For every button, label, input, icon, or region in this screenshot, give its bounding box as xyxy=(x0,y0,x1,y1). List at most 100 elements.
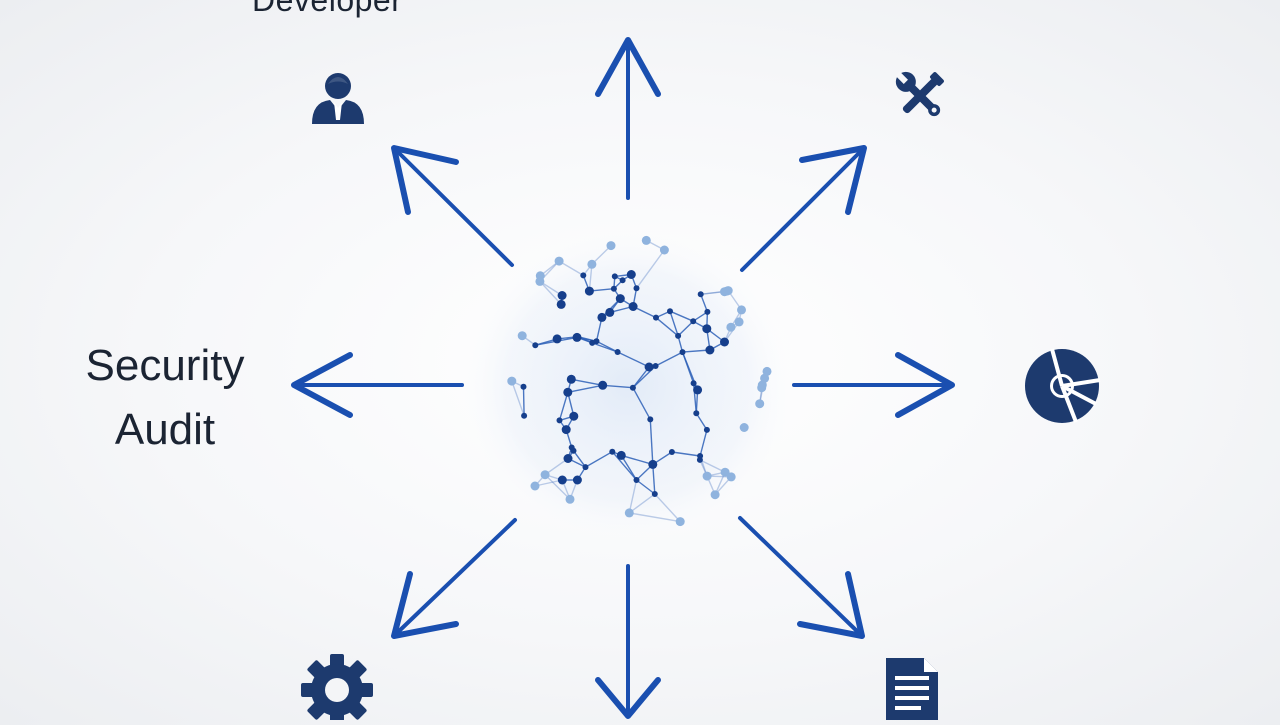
network-node xyxy=(690,318,696,324)
network-node xyxy=(563,388,572,397)
network-node xyxy=(558,291,567,300)
network-node xyxy=(653,315,659,321)
network-node xyxy=(693,410,699,416)
document-icon xyxy=(886,658,938,720)
network-node xyxy=(645,363,654,372)
network-node xyxy=(704,427,710,433)
network-node xyxy=(605,308,614,317)
network-node xyxy=(566,495,575,504)
network-node xyxy=(652,491,658,497)
security-audit-label: Security Audit xyxy=(70,334,260,462)
network-node xyxy=(620,277,626,283)
network-node xyxy=(507,377,516,386)
network-node xyxy=(580,272,586,278)
network-node xyxy=(598,381,607,390)
network-node xyxy=(585,287,594,296)
network-node xyxy=(711,490,720,499)
network-node xyxy=(532,342,538,348)
network-node xyxy=(625,508,634,517)
network-node xyxy=(763,367,772,376)
network-node xyxy=(675,333,681,339)
network-glow xyxy=(453,220,803,550)
network-node xyxy=(629,302,638,311)
network-node xyxy=(740,423,749,432)
network-node xyxy=(697,453,703,459)
arrow-up-left xyxy=(394,148,512,265)
network-node xyxy=(705,346,714,355)
network-node xyxy=(518,331,527,340)
arrow-up xyxy=(598,40,658,198)
network-node xyxy=(647,416,653,422)
network-node xyxy=(555,257,564,266)
network-node xyxy=(607,241,616,250)
network-node xyxy=(615,349,621,355)
network-node xyxy=(691,380,697,386)
network-node xyxy=(642,236,651,245)
network-node xyxy=(564,454,573,463)
network-node xyxy=(720,338,729,347)
network-node xyxy=(720,287,729,296)
network-node xyxy=(609,449,615,455)
network-node xyxy=(676,517,685,526)
network-node xyxy=(726,323,735,332)
network-node xyxy=(521,413,527,419)
arrow-down xyxy=(598,566,658,716)
security-audit-label-line1: Security xyxy=(70,334,260,398)
network-node xyxy=(630,385,636,391)
security-audit-label-line2: Audit xyxy=(70,398,260,462)
gear-icon xyxy=(301,654,373,720)
network-node xyxy=(617,451,626,460)
network-node xyxy=(669,449,675,455)
network-node xyxy=(634,477,640,483)
network-node xyxy=(597,313,606,322)
network-node xyxy=(611,286,617,292)
arrow-up-right xyxy=(742,148,864,270)
network-node xyxy=(704,309,710,315)
network-node xyxy=(634,285,640,291)
network-node xyxy=(558,476,567,485)
network-node xyxy=(553,334,562,343)
network-node xyxy=(587,260,596,269)
user-icon xyxy=(312,73,364,124)
network-node xyxy=(693,385,702,394)
network-node xyxy=(521,384,527,390)
network-edge xyxy=(524,387,525,416)
developer-label: Developer xyxy=(252,0,402,19)
network-node xyxy=(627,270,636,279)
network-node xyxy=(703,472,712,481)
network-node xyxy=(573,476,582,485)
network-node xyxy=(535,277,544,286)
arrow-down-left xyxy=(394,520,515,636)
arrow-left xyxy=(294,355,462,415)
network-node xyxy=(755,399,764,408)
network-node xyxy=(757,383,766,392)
network-node xyxy=(727,472,736,481)
network-node xyxy=(557,417,563,423)
network-node xyxy=(531,482,540,491)
network-node xyxy=(735,317,744,326)
network-node xyxy=(612,273,618,279)
network-node xyxy=(737,305,746,314)
network-node xyxy=(583,464,589,470)
network-node xyxy=(557,300,566,309)
network-node xyxy=(680,349,686,355)
network-node xyxy=(541,470,550,479)
network-node xyxy=(667,308,673,314)
network-node xyxy=(575,334,581,340)
network-node xyxy=(616,294,625,303)
network-node xyxy=(594,338,600,344)
tools-icon xyxy=(890,66,945,121)
network-node xyxy=(648,460,657,469)
pie-chart-icon xyxy=(1025,349,1100,423)
arrow-right xyxy=(794,355,952,415)
network-node xyxy=(653,363,659,369)
network-node xyxy=(702,324,711,333)
network-node xyxy=(571,448,577,454)
network-node xyxy=(567,375,576,384)
network-node xyxy=(562,425,571,434)
network-node xyxy=(698,291,704,297)
network-node xyxy=(569,412,578,421)
network-node xyxy=(660,246,669,255)
arrow-down-right xyxy=(740,518,862,636)
